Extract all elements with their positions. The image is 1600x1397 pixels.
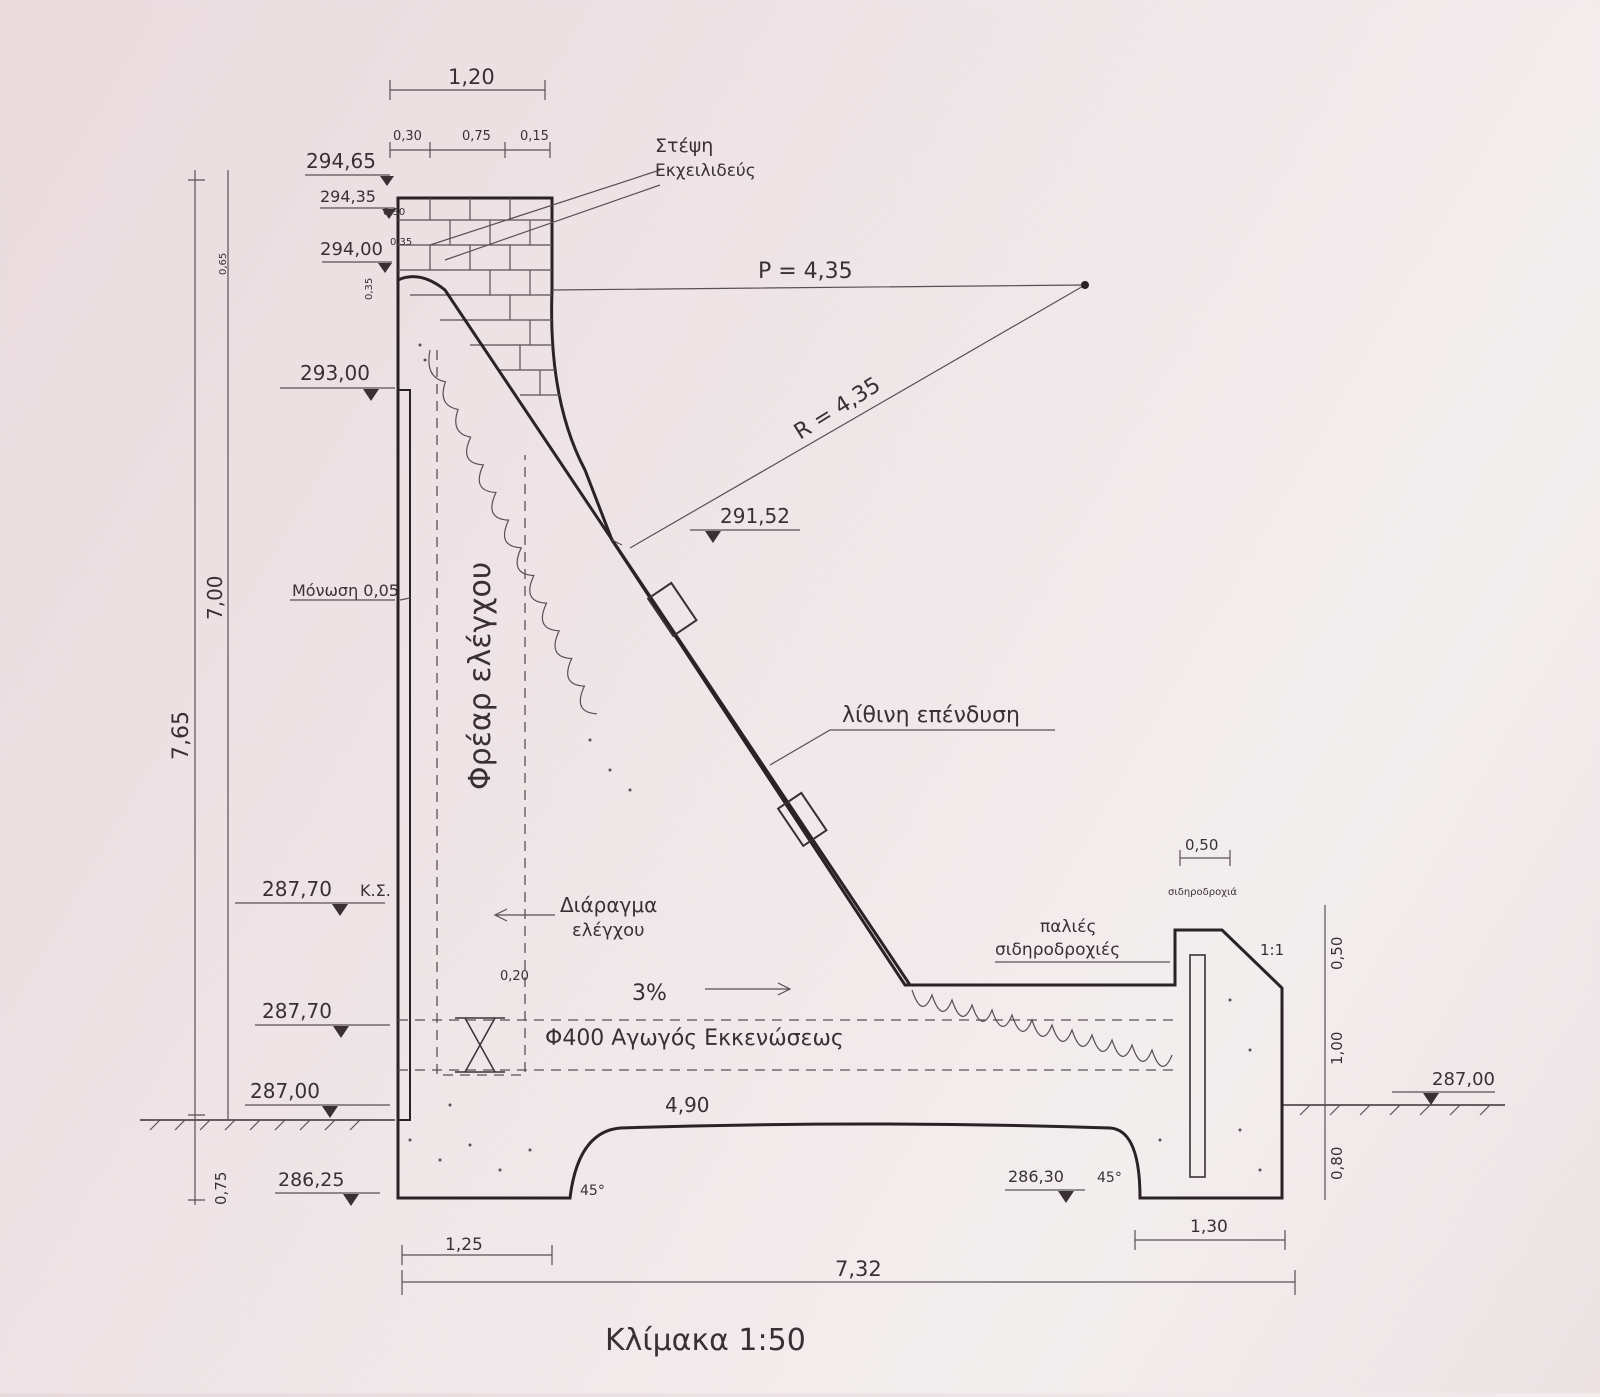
- angle-45-left: 45°: [580, 1183, 605, 1199]
- bottom-dims: [401, 850, 1326, 1295]
- right-dim-1-00: 1,00: [1328, 1032, 1346, 1065]
- drain-label: Φ400 Αγωγός Εκκενώσεως: [545, 1026, 844, 1051]
- p-label: P = 4,35: [758, 259, 853, 284]
- right-dim-0-80: 0,80: [1328, 1147, 1346, 1180]
- height-7-65: 7,65: [169, 711, 194, 760]
- slope-label: 3%: [632, 981, 667, 1006]
- top-part-2: 0,75: [462, 129, 491, 144]
- elev-287-00-left: 287,00: [250, 1079, 320, 1103]
- top-width-label: 1,20: [448, 65, 495, 89]
- ground-line: [140, 1104, 1505, 1121]
- old-rails-label-2: σιδηροδροχιές: [995, 940, 1120, 960]
- dim-1-25: 1,25: [445, 1235, 483, 1255]
- dim-0-20: 0,20: [500, 969, 529, 984]
- angle-45-right: 45°: [1097, 1170, 1122, 1186]
- ground-hatch: [149, 1104, 1491, 1131]
- elev-287-70-ks: 287,70: [262, 877, 332, 901]
- bottom-4-90: 4,90: [665, 1093, 710, 1117]
- crest-label-2: Εκχειλιδεύς: [655, 161, 756, 181]
- right-dim-0-50: 0,50: [1328, 937, 1346, 970]
- drain-pipe: [398, 1019, 1175, 1071]
- crest-leaders: [429, 169, 661, 261]
- height-7-00: 7,00: [203, 575, 227, 620]
- inspection-shaft: [436, 350, 526, 1076]
- scale-label: Κλίμακα 1:50: [605, 1323, 806, 1358]
- elev-294-00: 294,00: [320, 239, 383, 260]
- elevation-markers: [235, 174, 1495, 1206]
- ks-label: Κ.Σ.: [360, 881, 391, 900]
- insulation-strip: [397, 389, 411, 1121]
- elev-294-65: 294,65: [306, 149, 376, 173]
- stone-block-1: [646, 581, 698, 638]
- gate-label-1: Διάραγμα: [560, 893, 657, 917]
- stone-block-2: [776, 791, 828, 848]
- height-0-75: 0,75: [212, 1172, 230, 1205]
- small-left-label-3: 0,35: [364, 278, 375, 300]
- elev-286-30: 286,30: [1008, 1167, 1064, 1186]
- elev-287-70: 287,70: [262, 999, 332, 1023]
- top-part-1: 0,30: [393, 129, 422, 144]
- gate-valve: [455, 1017, 505, 1073]
- leader-lines: [290, 597, 1170, 963]
- shaft-label: Φρέαρ ελέγχου: [463, 562, 498, 790]
- concrete-texture: [408, 343, 1262, 1172]
- dam-outline: [396, 196, 1284, 1200]
- spillway-face: [397, 275, 912, 986]
- dim-7-32: 7,32: [835, 1257, 882, 1281]
- elev-287-00-right: 287,00: [1432, 1069, 1495, 1090]
- elev-293-00: 293,00: [300, 361, 370, 385]
- small-left-label-2: 0,35: [390, 237, 412, 248]
- dim-0-50-top: 0,50: [1185, 836, 1218, 854]
- insulation-label: Μόνωση 0,05: [292, 581, 399, 600]
- top-dims: [389, 80, 551, 158]
- elev-291-52: 291,52: [720, 504, 790, 528]
- small-left-label-1: 0,30: [383, 207, 405, 218]
- gate-label-2: ελέγχου: [572, 920, 645, 941]
- old-rail: [1189, 954, 1206, 1178]
- dim-1-30: 1,30: [1190, 1217, 1228, 1237]
- stone-label: λίθινη επένδυση: [842, 703, 1020, 728]
- left-vertical-dims: [188, 170, 229, 1205]
- flow-arrows: [493, 539, 792, 996]
- crest-masonry: [398, 198, 560, 396]
- elev-294-35: 294,35: [320, 187, 376, 206]
- stone-lining: [428, 349, 598, 715]
- elev-286-25: 286,25: [278, 1169, 344, 1191]
- radius-lines: [551, 284, 1086, 549]
- arc-center: [1081, 281, 1089, 289]
- crest-label-1: Στέψη: [655, 135, 713, 157]
- small-note: σιδηροδροχιά: [1168, 886, 1237, 898]
- small-left-label-4: 0,65: [218, 253, 229, 275]
- basin-lining: [911, 989, 1173, 1067]
- slope-1-1: 1:1: [1260, 941, 1284, 959]
- top-part-3: 0,15: [520, 129, 549, 144]
- old-rails-label-1: παλιές: [1040, 917, 1096, 937]
